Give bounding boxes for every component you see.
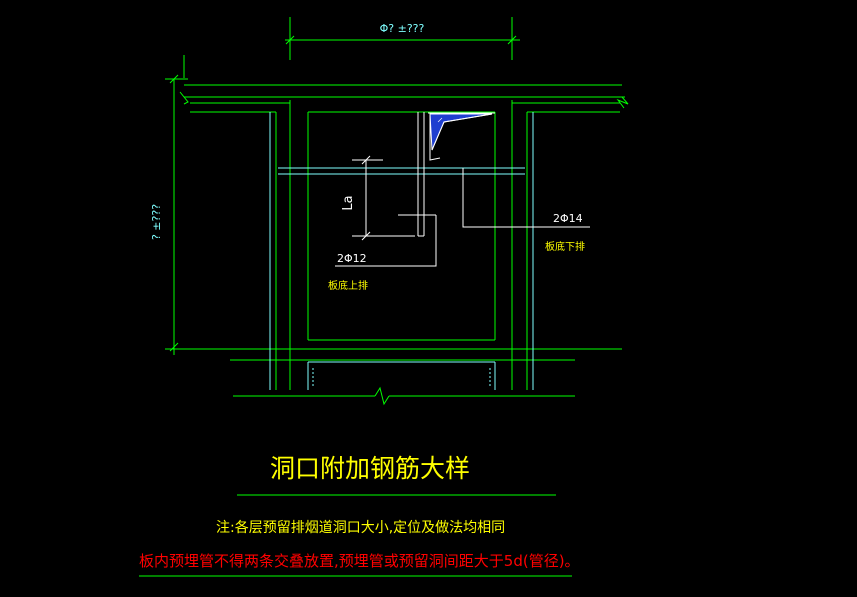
cyan-lines: [269, 112, 534, 390]
dimension-lines: [165, 17, 520, 355]
bar-lower-note: 板底下排: [545, 240, 585, 253]
drawing-title: 洞口附加钢筋大样: [270, 454, 470, 483]
note-line-2: 板内预埋管不得两条交叠放置,预埋管或预留洞间距大于5d(管径)。: [139, 552, 580, 570]
bar-lower-label: 2Φ14: [553, 212, 583, 225]
left-dimension-text: ? ±???: [150, 204, 163, 240]
note-line-1: 注:各层预留排烟道洞口大小,定位及做法均相同: [216, 520, 505, 536]
hatch-edge: [431, 113, 493, 151]
leaders: [335, 155, 590, 267]
bar-upper-label: 2Φ12: [337, 252, 367, 265]
top-dimension-text: Φ? ±???: [380, 22, 425, 35]
bar-upper-note: 板底上排: [328, 279, 368, 292]
hatch-tick: [437, 117, 443, 123]
la-label: La: [341, 195, 356, 210]
slab-walls: [165, 84, 629, 406]
